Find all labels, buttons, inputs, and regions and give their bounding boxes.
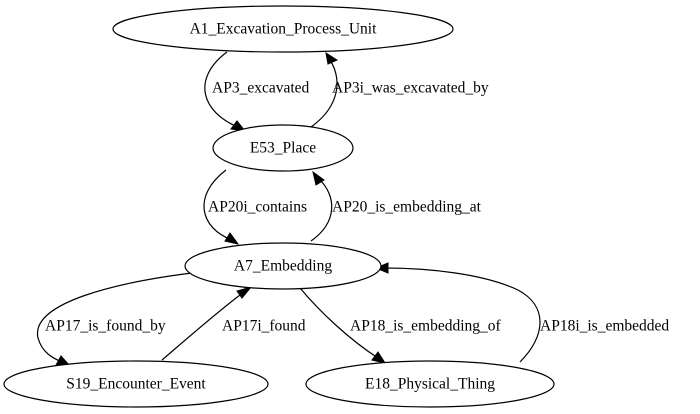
node-e18-physical-thing: E18_Physical_Thing: [305, 360, 555, 408]
edge-label-ap20: AP20_is_embedding_at: [332, 199, 482, 216]
node-e53-label: E53_Place: [250, 140, 316, 157]
edge-label-ap18: AP18_is_embedding_of: [350, 318, 502, 335]
edge-ap20-is-embedding-at: [310, 170, 333, 242]
node-a7-embedding: A7_Embedding: [184, 242, 382, 290]
edge-label-ap3: AP3_excavated: [212, 80, 310, 97]
edge-label-ap17i: AP17i_found: [222, 318, 306, 335]
node-e53-place: E53_Place: [212, 124, 354, 172]
edge-ap18i-is-embedded: [374, 262, 541, 363]
node-a1-label: A1_Excavation_Process_Unit: [190, 21, 378, 38]
node-s19-label: S19_Encounter_Event: [66, 376, 206, 393]
edge-ap17i-found: [161, 286, 253, 361]
node-a1-excavation-process-unit: A1_Excavation_Process_Unit: [112, 5, 454, 53]
edge-ap3i-was-excavated-by: [302, 51, 339, 133]
node-s19-encounter-event: S19_Encounter_Event: [3, 360, 269, 408]
edge-label-ap17: AP17_is_found_by: [45, 318, 166, 335]
edge-ap18-is-embedding-of: [299, 287, 387, 364]
edge-label-ap18i: AP18i_is_embedded: [540, 318, 669, 335]
edge-ap20i-contains: [203, 169, 240, 245]
edge-label-ap3i: AP3i_was_excavated_by: [332, 80, 489, 97]
node-e18-label: E18_Physical_Thing: [365, 376, 495, 393]
edge-label-ap20i: AP20i_contains: [208, 199, 307, 216]
node-a7-label: A7_Embedding: [234, 258, 332, 275]
